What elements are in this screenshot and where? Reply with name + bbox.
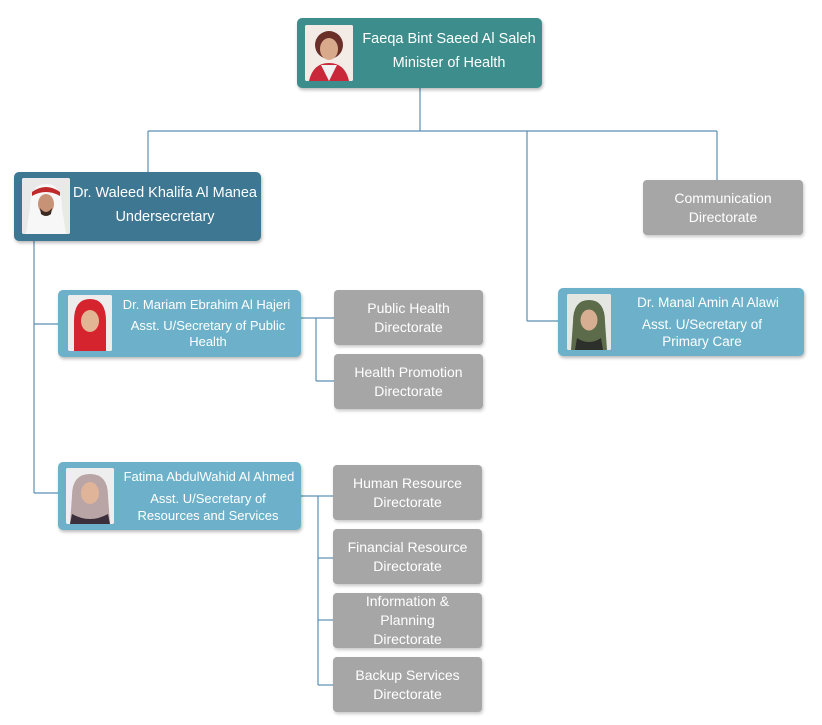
primary-care-box: Dr. Manal Amin Al Alawi Asst. U/Secretar… bbox=[558, 288, 804, 356]
directorate-label: Information & Planning Directorate bbox=[365, 593, 450, 647]
undersecretary-title: Undersecretary bbox=[115, 209, 215, 225]
undersecretary-photo bbox=[22, 178, 70, 234]
primary-care-photo bbox=[567, 294, 611, 350]
resources-name: Fatima AbdulWahid Al Ahmed bbox=[123, 469, 295, 484]
directorate-health-promotion: Health Promotion Directorate bbox=[334, 354, 483, 409]
resources-box: Fatima AbdulWahid Al Ahmed Asst. U/Secre… bbox=[58, 462, 301, 530]
undersecretary-box: Dr. Waleed Khalifa Al Manea Undersecreta… bbox=[14, 172, 261, 241]
minister-photo bbox=[305, 25, 353, 81]
directorate-label: Human Resource Directorate bbox=[353, 474, 462, 510]
minister-box: Faeqa Bint Saeed Al Saleh Minister of He… bbox=[297, 18, 542, 88]
public-health-box: Dr. Mariam Ebrahim Al Hajeri Asst. U/Sec… bbox=[58, 290, 301, 357]
directorate-backup-services: Backup Services Directorate bbox=[333, 657, 482, 712]
directorate-label: Public Health Directorate bbox=[367, 299, 450, 335]
directorate-public-health: Public Health Directorate bbox=[334, 290, 483, 345]
primary-care-name: Dr. Manal Amin Al Alawi bbox=[637, 295, 779, 310]
public-health-title: Asst. U/Secretary of Public Health bbox=[130, 318, 286, 349]
resources-title: Asst. U/Secretary of Resources and Servi… bbox=[137, 491, 279, 523]
directorate-label: Backup Services Directorate bbox=[355, 666, 460, 702]
minister-title: Minister of Health bbox=[392, 55, 506, 71]
directorate-human-resource: Human Resource Directorate bbox=[333, 465, 482, 520]
communication-directorate-label: Communication Directorate bbox=[674, 189, 772, 225]
primary-care-title: Asst. U/Secretary of Primary Care bbox=[641, 317, 763, 349]
minister-name: Faeqa Bint Saeed Al Saleh bbox=[362, 31, 536, 47]
communication-directorate-box: Communication Directorate bbox=[643, 180, 803, 235]
public-health-name: Dr. Mariam Ebrahim Al Hajeri bbox=[122, 297, 291, 312]
undersecretary-name: Dr. Waleed Khalifa Al Manea bbox=[72, 185, 258, 201]
public-health-photo bbox=[68, 295, 112, 351]
directorate-label: Health Promotion Directorate bbox=[354, 363, 463, 399]
directorate-information-planning: Information & Planning Directorate bbox=[333, 593, 482, 648]
resources-photo bbox=[66, 468, 114, 524]
directorate-financial-resource: Financial Resource Directorate bbox=[333, 529, 482, 584]
directorate-label: Financial Resource Directorate bbox=[347, 538, 468, 574]
